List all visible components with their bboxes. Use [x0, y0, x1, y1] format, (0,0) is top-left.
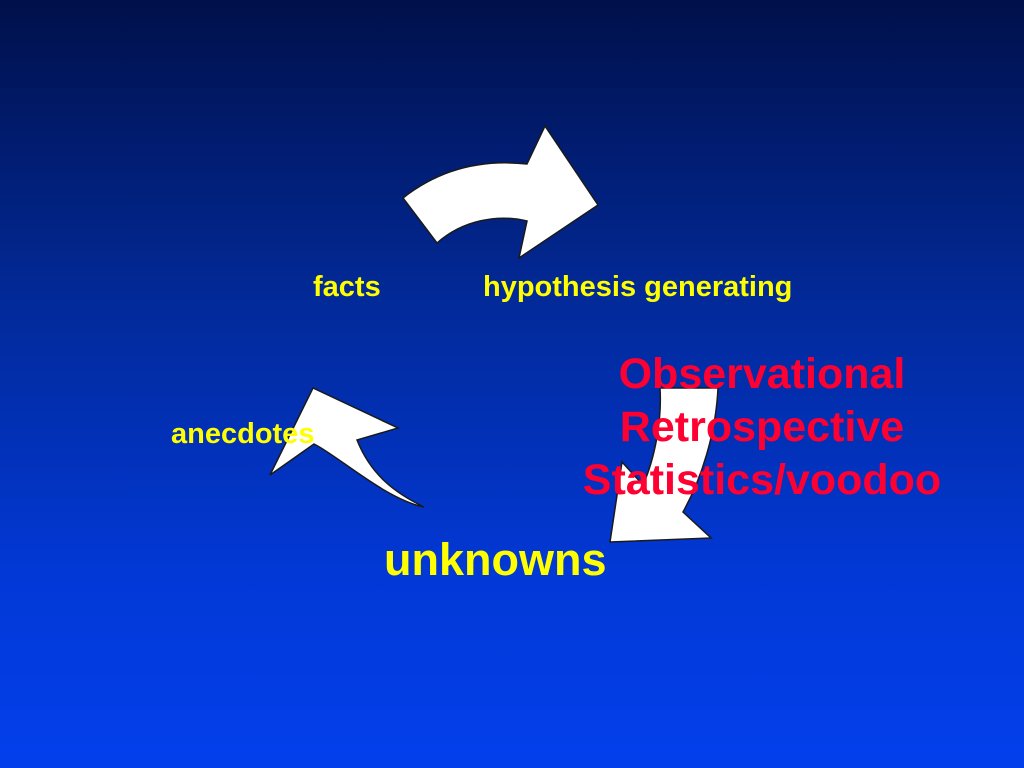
anecdotes-label: anecdotes: [171, 418, 315, 450]
top-arrow: [401, 124, 600, 260]
left-arrow: [269, 387, 425, 508]
statistics-voodoo-line: Statistics/voodoo: [582, 456, 942, 504]
unknowns-label: unknowns: [384, 534, 607, 585]
hypothesis-generating-label: hypothesis generating: [483, 271, 793, 303]
retrospective-line: Retrospective: [619, 403, 905, 451]
observational-line: Observational: [618, 350, 906, 398]
facts-label: facts: [313, 271, 381, 303]
right-arrow: [609, 387, 719, 543]
observational-block: Observational Retrospective Statistics/v…: [548, 348, 976, 507]
